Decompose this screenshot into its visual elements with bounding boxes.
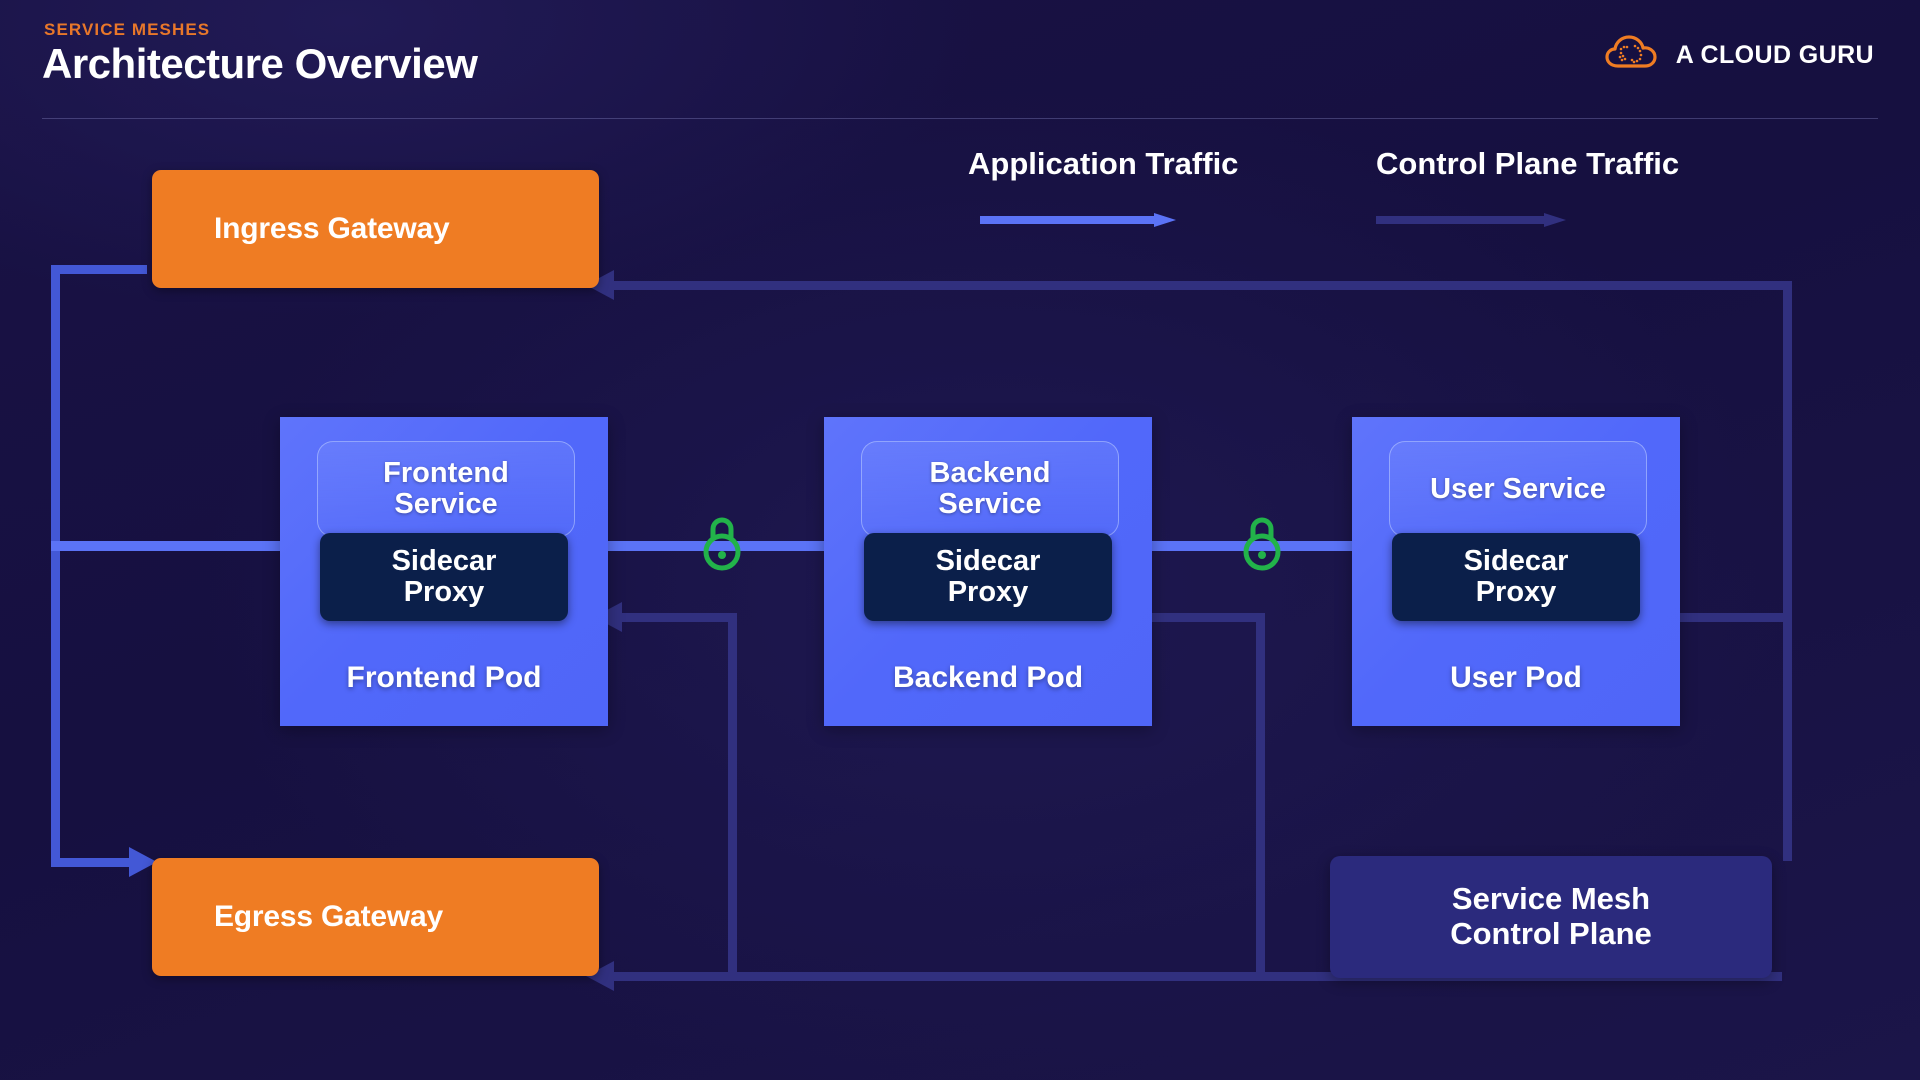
ingress-gateway-box[interactable]: Ingress Gateway — [152, 170, 599, 288]
cloud-guru-logo-icon — [1604, 33, 1662, 78]
slide-kicker: SERVICE MESHES — [44, 20, 211, 39]
ingress-gateway-label: Ingress Gateway — [214, 212, 450, 245]
control-line-to-backend-sidecar — [1150, 613, 1265, 622]
app-line-frontend-to-backend — [600, 541, 840, 551]
legend-label-application-traffic: Application Traffic — [968, 146, 1239, 181]
user-pod-label: User Pod — [1450, 661, 1582, 694]
backend-pod-label: Backend Pod — [892, 661, 1084, 694]
app-line-backend-to-user — [1140, 541, 1360, 551]
control-line-bottom — [612, 972, 1782, 981]
egress-gateway-box[interactable]: Egress Gateway — [152, 858, 599, 976]
app-line-ingress-top — [51, 265, 147, 274]
app-line-to-egress — [51, 858, 129, 867]
padlock-icon-frontend-backend — [700, 512, 744, 579]
control-line-top — [612, 281, 1792, 290]
page-title: Architecture Overview — [42, 40, 478, 87]
app-line-egress-riser — [51, 555, 60, 867]
app-line-into-frontend — [51, 541, 291, 551]
control-line-right-riser — [1783, 281, 1792, 861]
user-service-label: User Service — [1430, 472, 1606, 505]
user-service-box[interactable]: User Service — [1389, 441, 1647, 537]
app-line-ingress-riser — [51, 265, 60, 555]
header-divider — [42, 118, 1878, 119]
control-line-backend-riser — [1256, 613, 1265, 981]
legend-label-control-plane-traffic: Control Plane Traffic — [1376, 146, 1680, 181]
legend-arrow-application-traffic — [980, 213, 1176, 227]
brand-name: A CLOUD GURU — [1675, 41, 1874, 69]
control-line-to-user-sidecar — [1678, 613, 1788, 622]
frontend-pod-label: Frontend Pod — [346, 661, 542, 694]
control-line-to-frontend-sidecar — [620, 613, 737, 622]
padlock-icon-backend-user — [1240, 512, 1284, 579]
control-line-frontend-riser — [728, 613, 737, 981]
brand-logo: A CLOUD GURU — [1604, 33, 1874, 78]
legend-arrow-control-plane-traffic — [1376, 213, 1566, 227]
egress-gateway-label: Egress Gateway — [214, 900, 443, 933]
